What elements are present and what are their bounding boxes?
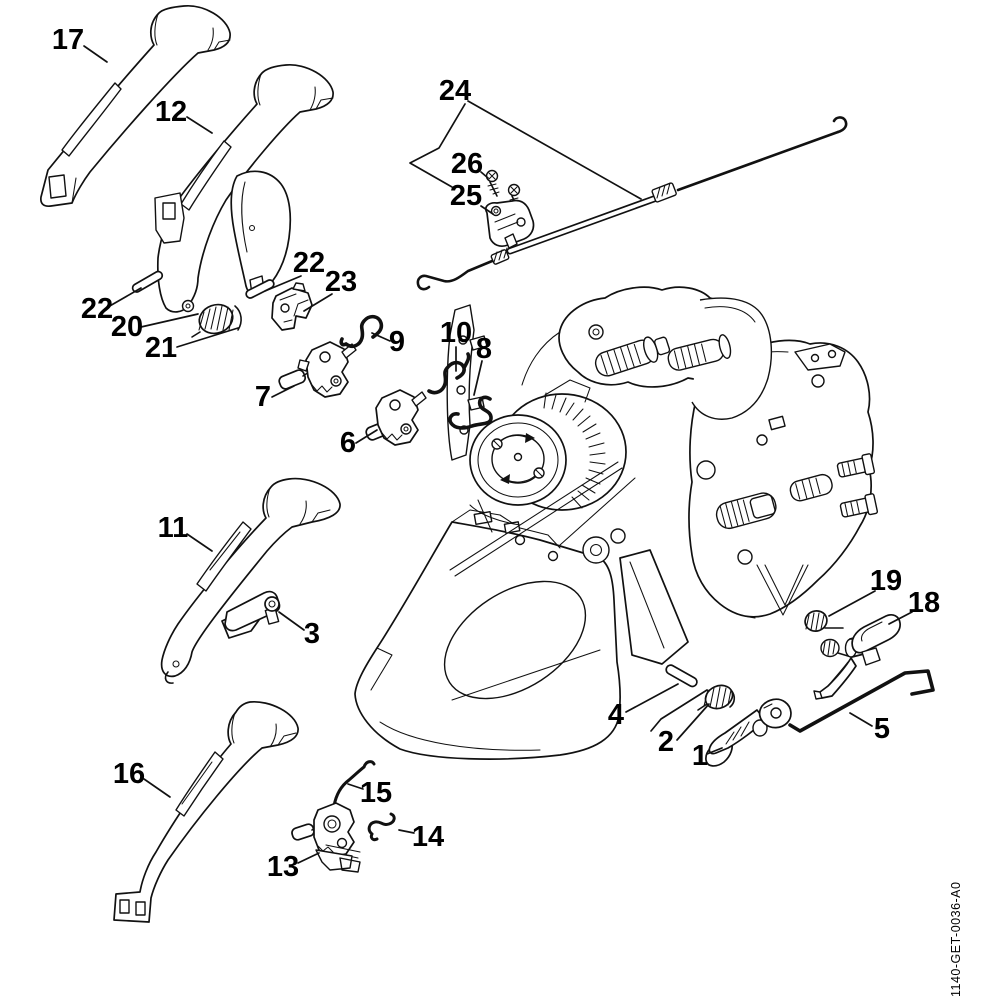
part-25-cable-clamp <box>485 199 535 249</box>
part-22-pin-right <box>245 279 275 299</box>
part-3-switch-lever <box>221 590 281 639</box>
part-9-spring-wire <box>339 314 384 348</box>
part-label-24: 24 <box>439 75 471 107</box>
part-label-20: 20 <box>111 311 143 343</box>
part-4-pin <box>665 664 698 688</box>
part-1-throttle-trigger <box>705 698 792 767</box>
part-10-spring-wire <box>427 352 471 395</box>
part-label-7: 7 <box>255 381 271 413</box>
part-number-callouts: 17 12 24 26 25 22 20 21 22 23 9 10 8 7 6… <box>52 24 940 883</box>
part-label-22-left: 22 <box>81 293 113 325</box>
document-number: 1140-GET-0036-A0 <box>949 882 963 997</box>
part-2-spring <box>697 684 736 711</box>
part-label-14: 14 <box>412 821 444 853</box>
part-label-23: 23 <box>325 266 357 298</box>
part-14-spring-clip <box>367 812 396 842</box>
part-17-handle-molding <box>40 5 231 208</box>
part-label-26: 26 <box>451 148 483 180</box>
part-label-25: 25 <box>450 180 482 212</box>
part-label-15: 15 <box>360 777 392 809</box>
part-label-1: 1 <box>692 740 708 772</box>
part-label-16: 16 <box>113 758 145 790</box>
part-5-link-rod <box>788 669 935 733</box>
part-label-22-right: 22 <box>293 247 325 279</box>
part-label-17: 17 <box>52 24 84 56</box>
part-label-8: 8 <box>476 333 492 365</box>
part-label-2: 2 <box>658 726 674 758</box>
part-label-5: 5 <box>874 713 890 745</box>
part-24-throttle-cable <box>416 116 848 291</box>
part-23-bracket <box>271 282 313 331</box>
part-label-6: 6 <box>340 427 356 459</box>
part-15-rod <box>332 760 376 808</box>
part-label-9: 9 <box>389 326 405 358</box>
part-13-trigger-assembly <box>291 802 361 873</box>
part-12-handle-molding <box>154 64 334 313</box>
part-16-handle-molding <box>113 701 299 923</box>
part-21-spring <box>191 303 242 338</box>
part-label-13: 13 <box>267 851 299 883</box>
part-19-spring <box>804 610 844 632</box>
leader-lines <box>83 45 913 864</box>
part-7-throttle-shaft <box>278 341 357 398</box>
part-6-throttle-shaft <box>365 389 427 446</box>
part-label-21: 21 <box>145 332 177 364</box>
part-label-12: 12 <box>155 96 187 128</box>
part-label-11: 11 <box>158 512 189 544</box>
part-22-pin-left <box>131 270 164 293</box>
part-label-3: 3 <box>304 618 320 650</box>
chainsaw-powerhead <box>354 286 879 760</box>
part-label-18: 18 <box>908 587 940 619</box>
part-8-spring-wire <box>448 395 493 430</box>
part-label-19: 19 <box>870 565 902 597</box>
part-label-10: 10 <box>440 317 472 349</box>
part-11-handle-molding <box>160 477 341 684</box>
part-label-4: 4 <box>608 699 624 731</box>
part-18-lockout-lever <box>813 613 901 700</box>
